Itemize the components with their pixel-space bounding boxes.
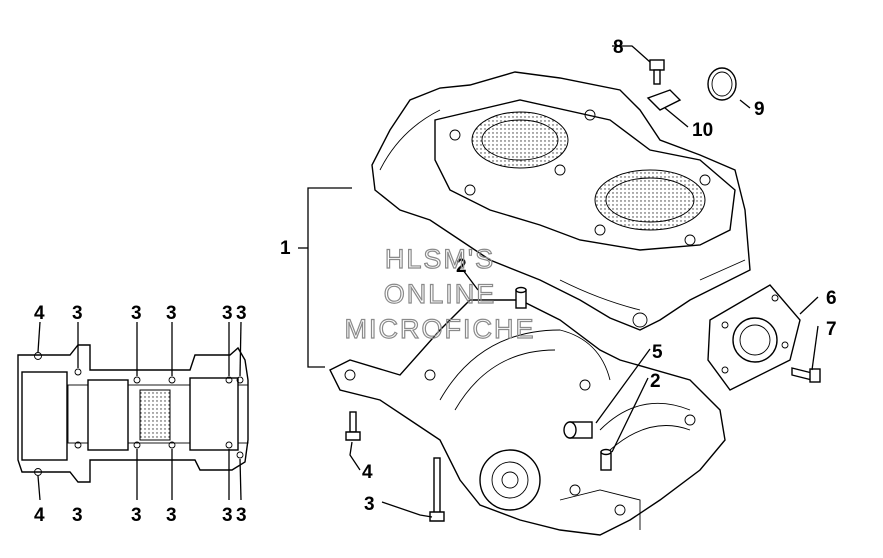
- callout-8: 8: [613, 37, 624, 58]
- upper-crankcase: [371, 71, 751, 331]
- watermark: HLSM'S ONLINE MICROFICHE: [344, 243, 536, 344]
- callout-4: 4: [362, 462, 373, 483]
- label-bottom-low-3c: 3: [166, 505, 177, 526]
- callout-7: 7: [826, 319, 837, 340]
- dowel-pin-upper: [515, 286, 527, 309]
- bracket: [646, 89, 682, 111]
- callout-10: 10: [692, 120, 713, 141]
- watermark-line-1: HLSM'S: [385, 244, 495, 274]
- screw: [791, 367, 821, 383]
- callout-6: 6: [826, 288, 837, 309]
- callout-1: 1: [280, 238, 291, 259]
- leader-lines: [298, 45, 819, 518]
- label-bottom-low-3b: 3: [131, 505, 142, 526]
- label-bottom-top-3c: 3: [166, 303, 177, 324]
- label-bottom-low-4: 4: [34, 505, 45, 526]
- label-bottom-low-3a: 3: [72, 505, 83, 526]
- gasket-plate: [707, 284, 801, 391]
- bushing: [563, 421, 593, 439]
- label-bottom-low-3d: 3: [222, 505, 233, 526]
- dowel-pin-lower: [600, 448, 612, 471]
- o-ring: [707, 67, 737, 101]
- callout-2-upper: 2: [456, 256, 467, 277]
- label-bottom-top-4: 4: [34, 303, 45, 324]
- label-bottom-top-3b: 3: [131, 303, 142, 324]
- callout-3: 3: [364, 494, 375, 515]
- callout-9: 9: [754, 99, 765, 120]
- label-bottom-top-3d: 3: [222, 303, 233, 324]
- long-bolt: [429, 457, 445, 522]
- watermark-line-3: MICROFICHE: [345, 314, 536, 344]
- lower-crankcase: [329, 299, 726, 536]
- label-bottom-top-3e: 3: [236, 303, 247, 324]
- callout-2-lower: 2: [650, 371, 661, 392]
- bolt-top: [649, 59, 665, 85]
- watermark-line-2: ONLINE: [384, 279, 497, 309]
- label-bottom-top-3a: 3: [72, 303, 83, 324]
- bolt-left: [345, 411, 361, 441]
- label-bottom-low-3e: 3: [236, 505, 247, 526]
- callout-5: 5: [652, 342, 663, 363]
- crankcase-bottom-view: 4 3 3 3 3 3 4 3 3 3 3 3: [17, 303, 249, 526]
